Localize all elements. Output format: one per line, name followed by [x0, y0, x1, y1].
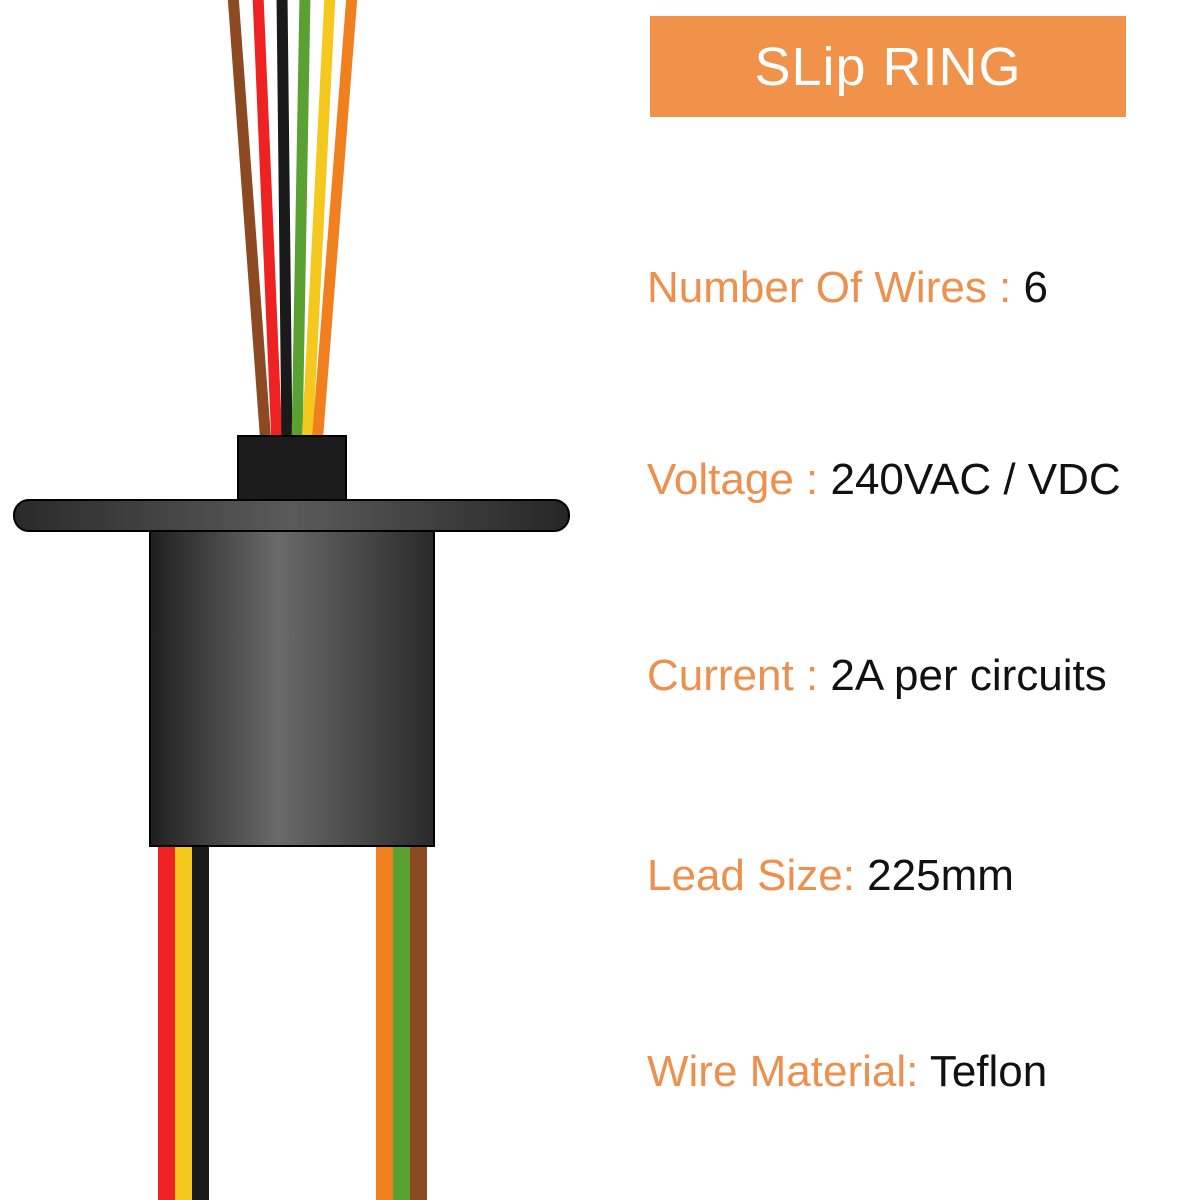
spec-current: Current : 2A per circuits: [647, 654, 1107, 698]
spec-voltage: Voltage : 240VAC / VDC: [647, 458, 1121, 502]
wire-top-green: [291, 0, 311, 446]
spec-value: 225mm: [867, 851, 1014, 900]
spec-value: 240VAC / VDC: [830, 455, 1121, 504]
slip-ring-cap: [237, 435, 347, 503]
slip-ring-flange: [13, 499, 570, 532]
spec-label: Wire Material:: [647, 1047, 930, 1096]
spec-wire-material: Wire Material: Teflon: [647, 1050, 1047, 1094]
spec-label: Current :: [647, 651, 831, 700]
top-wire-bundle: [227, 0, 358, 446]
wire-top-yellow: [301, 0, 336, 446]
spec-label: Voltage :: [647, 455, 831, 504]
bottom-wire-group-right: [376, 840, 427, 1200]
wire-bottom-red: [158, 840, 175, 1200]
spec-number-of-wires: Number Of Wires : 6: [647, 266, 1048, 310]
wire-top-brown: [227, 0, 272, 446]
spec-value: 2A per circuits: [830, 651, 1107, 700]
wire-bottom-yellow: [175, 840, 192, 1200]
wire-top-orange: [311, 0, 358, 446]
title-banner: SLip RING: [650, 16, 1126, 117]
wire-top-black: [276, 0, 293, 446]
slip-ring-illustration: [13, 0, 570, 1200]
wire-bottom-brown: [410, 840, 427, 1200]
spec-value: 6: [1023, 263, 1048, 312]
spec-label: Lead Size:: [647, 851, 868, 900]
wire-top-red: [252, 0, 283, 446]
bottom-wire-group-left: [158, 840, 209, 1200]
spec-lead-size: Lead Size: 225mm: [647, 854, 1014, 898]
spec-label: Number Of Wires :: [647, 263, 1024, 312]
wire-bottom-black: [192, 840, 209, 1200]
wire-bottom-green: [393, 840, 410, 1200]
slip-ring-body: [149, 530, 435, 847]
product-title: SLip RING: [754, 36, 1022, 97]
spec-value: Teflon: [929, 1047, 1048, 1096]
wire-bottom-orange: [376, 840, 393, 1200]
